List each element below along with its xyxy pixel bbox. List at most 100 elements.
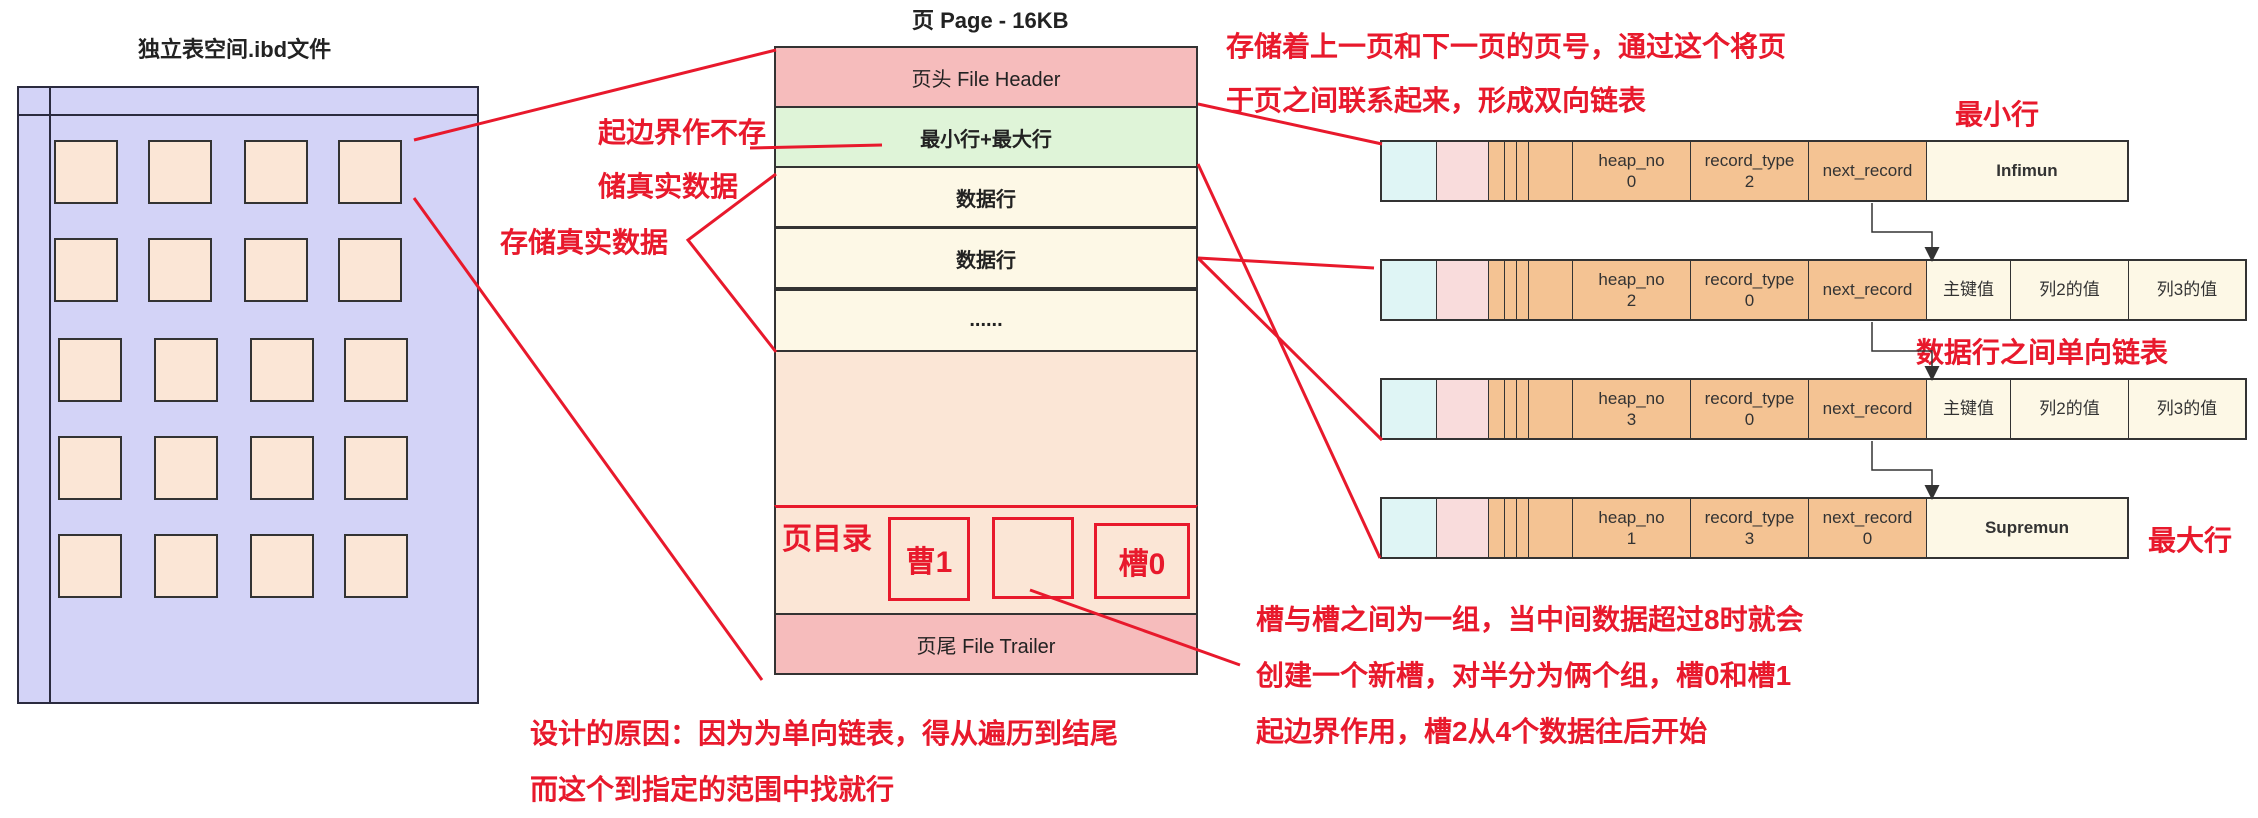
record-next-record-text: next_record	[1822, 507, 1913, 527]
ibd-page-cell	[58, 534, 122, 598]
record-heap-no-text: heap_no	[1598, 507, 1665, 527]
record-flag	[1489, 142, 1505, 200]
record-heap-no-text: heap_no	[1598, 388, 1665, 408]
slot-0: 槽0	[1094, 523, 1190, 599]
design-note: 设计的原因：因为为单向链表，得从遍历到结尾 而这个到指定的范围中找就行	[530, 706, 1118, 818]
record-column-value: 主键值	[1927, 380, 2011, 438]
line-datarow-to-rec2	[1196, 256, 1384, 442]
ibd-page-cell	[250, 534, 314, 598]
record-extra-pink	[1437, 261, 1489, 319]
record-column-value: 列2的值	[2011, 261, 2129, 319]
record-flag	[1505, 380, 1517, 438]
record-heap-no-text: 0	[1626, 172, 1637, 191]
slot-note: 槽与槽之间为一组，当中间数据超过8时就会 创建一个新槽，对半分为俩个组，槽0和槽…	[1256, 592, 1804, 760]
record-record-type-text: 3	[1744, 529, 1755, 548]
record-column-value: 列3的值	[2129, 261, 2245, 319]
slot-note-line-3: 起边界作用，槽2从4个数据往后开始	[1256, 716, 1708, 747]
record-heap-no-text: heap_no	[1598, 150, 1665, 170]
ibd-page-cell	[148, 238, 212, 302]
line-minmax-to-rec3	[1196, 163, 1382, 559]
linked-list-label: 数据行之间单向链表	[1916, 337, 2169, 368]
record-extra-cyan	[1382, 142, 1437, 200]
minmax-note-line-2: 储真实数据	[598, 171, 739, 202]
ibd-file	[17, 86, 479, 704]
page-file-trailer: 页尾 File Trailer	[774, 613, 1198, 675]
ibd-page-cell	[58, 338, 122, 402]
record-flag	[1517, 499, 1529, 557]
record-next-record-text: next_record	[1822, 280, 1913, 300]
record-record-type-text: record_type	[1704, 150, 1795, 170]
page-data-row-1: 数据行	[774, 166, 1198, 228]
ibd-page-cell	[154, 338, 218, 402]
ibd-page-cell	[148, 140, 212, 204]
record-flag	[1489, 380, 1505, 438]
record-next-record: next_record	[1809, 380, 1927, 438]
max-row-label: 最大行	[2148, 525, 2233, 556]
record-heap-no-text: 3	[1626, 410, 1637, 429]
min-row-label: 最小行	[1955, 99, 2040, 130]
ibd-page-cell	[54, 238, 118, 302]
design-note-line-1: 设计的原因：因为为单向链表，得从遍历到结尾	[530, 718, 1119, 749]
record-extra-pink	[1437, 499, 1489, 557]
record-column-value: 列2的值	[2011, 380, 2129, 438]
record-flag	[1505, 261, 1517, 319]
ibd-page-cell	[344, 338, 408, 402]
record-extra-cyan	[1382, 380, 1437, 438]
record-flag	[1529, 261, 1573, 319]
page-directory-label: 页目录	[782, 523, 872, 556]
record-extra-pink	[1437, 142, 1489, 200]
page-free-space	[774, 350, 1198, 508]
ibd-page-cell	[154, 436, 218, 500]
record-record-type-text: 2	[1744, 172, 1755, 191]
ibd-page-cell	[338, 140, 402, 204]
header-note-line-2: 于页之间联系起来，形成双向链表	[1226, 85, 1647, 116]
page-data-row-ellipsis: ......	[774, 289, 1198, 352]
page-min-max-rows: 最小行+最大行	[774, 106, 1198, 168]
record-heap-no: heap_no 1	[1573, 499, 1691, 557]
record-flag	[1529, 142, 1573, 200]
record-extra-cyan	[1382, 499, 1437, 557]
arrow-rec0-to-rec1	[1871, 203, 1940, 262]
ibd-title: 独立表空间.ibd文件	[138, 37, 332, 62]
record-flag	[1529, 499, 1573, 557]
ibd-page-cell	[344, 436, 408, 500]
record-next-record-text: next_record	[1822, 399, 1913, 419]
record-flag	[1517, 380, 1529, 438]
record-extra-pink	[1437, 380, 1489, 438]
record-flag	[1505, 142, 1517, 200]
minmax-note: 起边界作不存 储真实数据	[598, 106, 766, 214]
line-datarow-to-rec1	[1197, 256, 1375, 270]
minmax-note-line-1: 起边界作不存	[598, 117, 767, 148]
record-heap-no-text: 2	[1626, 291, 1637, 310]
record-column-value: 主键值	[1927, 261, 2011, 319]
page-data-row-2: 数据行	[774, 227, 1198, 289]
ibd-page-cell	[250, 338, 314, 402]
record-heap-no: heap_no 0	[1573, 142, 1691, 200]
ibd-page-cell	[244, 140, 308, 204]
ibd-side-bar	[19, 88, 51, 702]
record-next-record-text: 0	[1862, 529, 1873, 548]
record-heap-no-text: heap_no	[1598, 269, 1665, 289]
record-heap-no: heap_no 2	[1573, 261, 1691, 319]
page-title: 页 Page - 16KB	[912, 8, 1069, 33]
arrow-rec2-to-rec3	[1871, 441, 1940, 500]
ibd-page-cell	[54, 140, 118, 204]
record-boundary-value: Supremun	[1927, 499, 2127, 557]
slot-middle	[992, 517, 1074, 599]
record-flag	[1489, 261, 1505, 319]
design-note-line-2: 而这个到指定的范围中找就行	[530, 774, 895, 805]
record-record-type-text: 0	[1744, 291, 1755, 310]
record-heap-no-text: 1	[1626, 529, 1637, 548]
record-boundary-value: Infimun	[1927, 142, 2127, 200]
record-flag	[1505, 499, 1517, 557]
ibd-page-cell	[58, 436, 122, 500]
data-note: 存储真实数据	[500, 227, 669, 258]
ibd-top-bar	[19, 88, 477, 116]
ibd-page-cell	[154, 534, 218, 598]
